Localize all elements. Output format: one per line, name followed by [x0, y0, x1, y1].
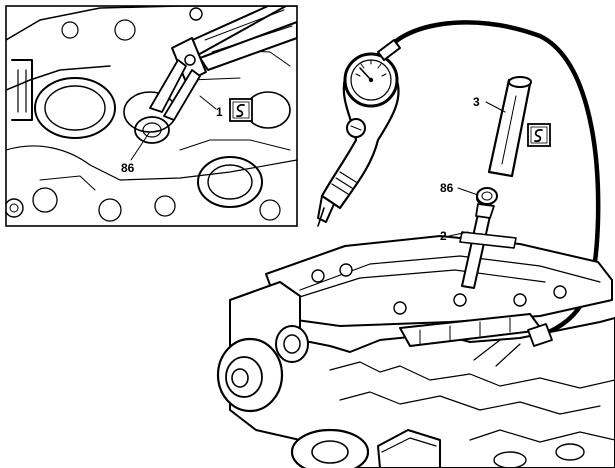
inset-pliers-tool [149, 6, 297, 121]
special-tool-symbol-icon [229, 98, 253, 122]
engine-assembly [216, 190, 615, 468]
inset-callout-86: 86 [121, 161, 135, 175]
inset-callout-1: 1 [216, 105, 223, 119]
inset-leader-1 [199, 95, 217, 110]
adapter-rod [487, 76, 532, 178]
leader-2 [448, 231, 469, 237]
inset-engine-head [6, 6, 297, 222]
inset-frame [5, 5, 298, 227]
special-tool-symbol-icon [527, 123, 551, 147]
callout-86: 86 [440, 181, 454, 195]
leader-86 [457, 187, 479, 196]
inset-leader-86 [130, 132, 150, 161]
inset-detail-view: 1 86 [5, 5, 298, 227]
callout-2: 2 [440, 229, 447, 243]
seal-ring [476, 187, 498, 205]
leader-3 [485, 101, 506, 113]
callout-3: 3 [473, 95, 480, 109]
